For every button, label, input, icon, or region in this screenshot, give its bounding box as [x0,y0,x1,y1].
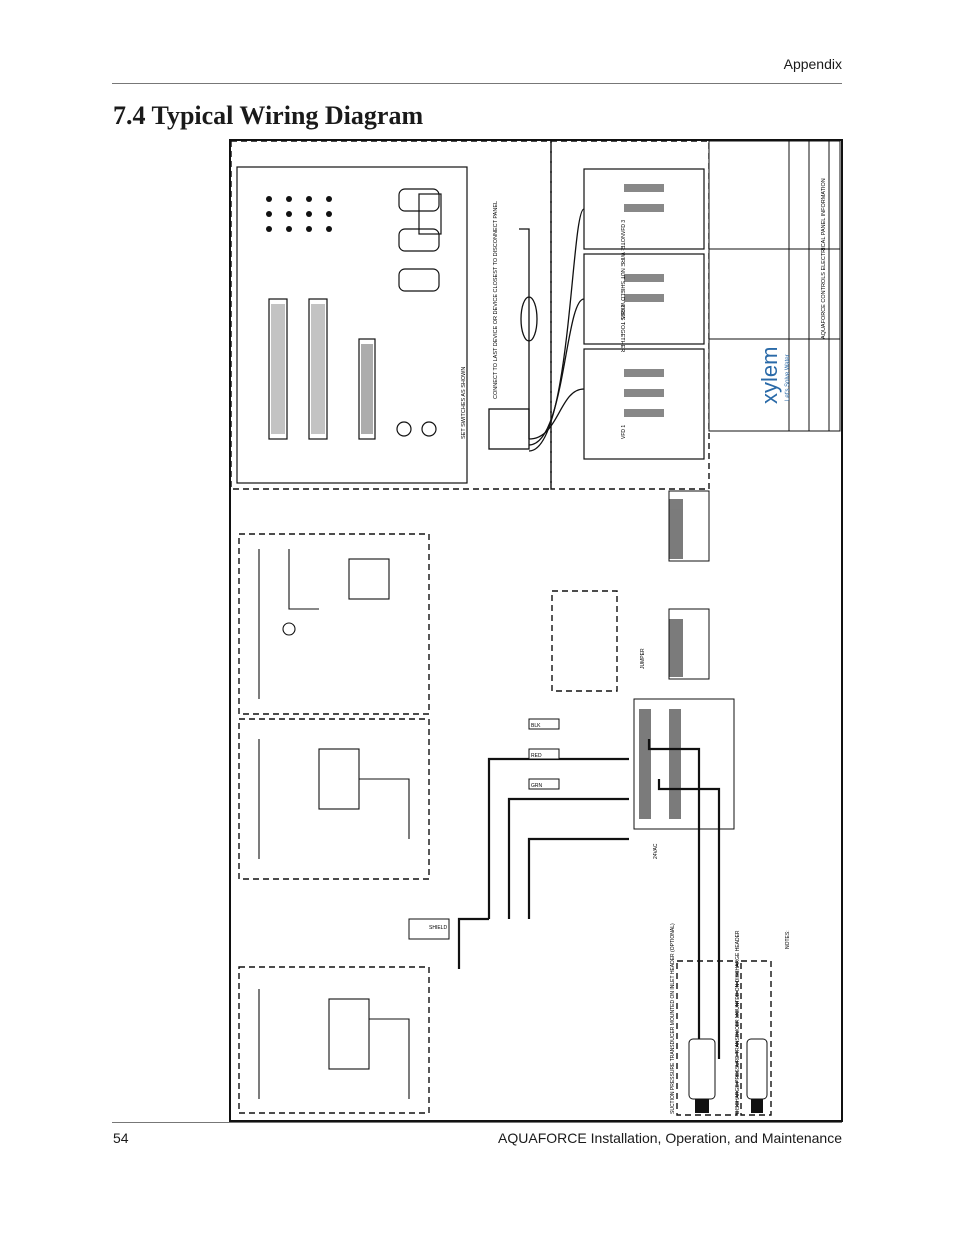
note-discharge: DISCHARGE PRESSURE TRANSDUCER MOUNTED ON… [735,930,741,1114]
note-shield: NOTE: WIRE NUT SHIELD WIRES TOGETHER [619,234,625,352]
vfd2-label: VFD 2 [621,305,627,319]
page-title: 7.4 Typical Wiring Diagram [113,101,424,130]
wiring-diagram: xylem Let's Solve Water AQUAFORCE CONTRO… [229,139,843,1122]
note-suction: SUCTION PRESSURE TRANSDUCER MOUNTED ON I… [670,923,676,1114]
note-cable: CONNECT TO LAST DEVICE OR DEVICE CLOSEST… [493,201,499,399]
grn-label: GRN [531,783,543,789]
xylem-logo: xylem [757,347,782,404]
panel-info-label: AQUAFORCE CONTROLS ELECTRICAL PANEL INFO… [821,178,827,339]
xylem-tagline: Let's Solve Water [785,354,791,401]
note-switches: SET SWITCHES AS SHOWN [461,367,467,439]
footer-rule [112,1122,842,1123]
vfd3-label: VFD 3 [621,220,627,234]
controller-board [236,166,468,484]
vfd1-label: VFD 1 [621,425,627,439]
footer-doc-title: AQUAFORCE Installation, Operation, and M… [498,1130,842,1146]
jumper-label: JUMPER [640,648,646,669]
page-number: 54 [113,1130,129,1146]
notes-label: NOTES: [785,930,791,949]
red-label: RED [531,753,542,759]
header-rule [112,83,842,84]
vac-label: 24VAC [653,843,659,859]
shield-label: SHIELD [429,925,447,931]
blk-label: BLK [531,723,541,729]
header-section-label: Appendix [783,56,842,72]
